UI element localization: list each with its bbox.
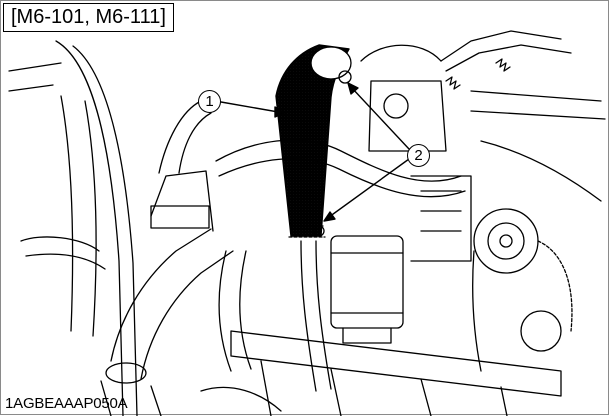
callout-1: 1 [198,90,221,113]
air-intake-hose-icon [275,44,352,238]
model-label: [M6-101, M6-111] [3,3,174,32]
pulley-icon [472,208,573,372]
engine-block-icon [360,30,606,262]
callout-2: 2 [407,144,430,167]
lower-frame-icon [200,330,562,416]
leader-lines [220,82,410,222]
hose-clamp-icon [313,70,352,237]
oil-filter-icon [330,235,404,344]
intake-pipe-icon [100,100,234,416]
spring-icon [445,58,511,90]
image-code: 1AGBEAAAP050A [5,395,128,412]
left-frame-icon [8,40,138,416]
coolant-hose-icon [215,139,466,392]
